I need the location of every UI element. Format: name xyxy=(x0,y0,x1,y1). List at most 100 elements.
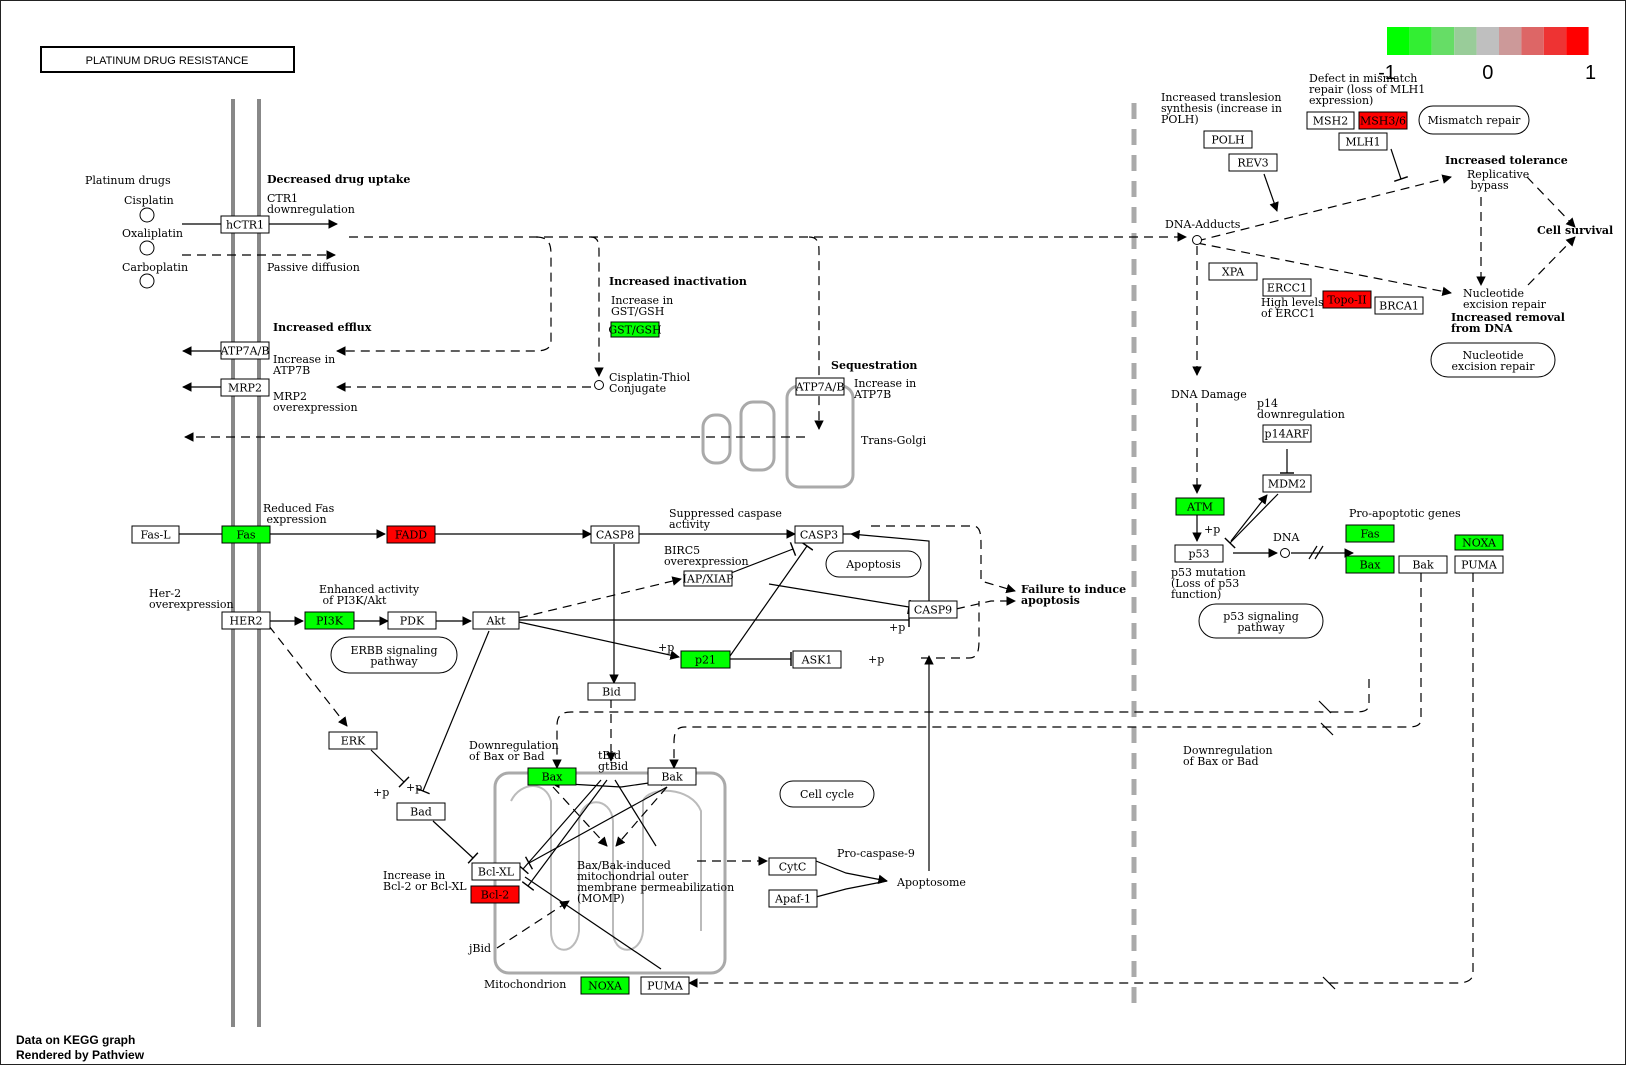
gene-noxa-mito[interactable]: NOXA xyxy=(580,976,630,995)
gene-fadd[interactable]: FADD xyxy=(386,525,436,544)
gene-bad[interactable]: Bad xyxy=(396,802,446,821)
legend-swatch xyxy=(1387,27,1410,55)
pathway-label: Mismatch repair xyxy=(1428,114,1521,127)
gene-msh36[interactable]: MSH3/6 xyxy=(1358,111,1408,130)
gene-bclxl[interactable]: Bcl-XL xyxy=(471,862,521,881)
gene-bax-mito[interactable]: Bax xyxy=(527,767,577,786)
title-box xyxy=(40,46,295,73)
gene-akt[interactable]: Akt xyxy=(472,611,520,630)
gene-label: NOXA xyxy=(1462,537,1497,550)
gene-mrp2[interactable]: MRP2 xyxy=(220,378,270,397)
gene-label: ERCC1 xyxy=(1267,282,1307,295)
gene-rev3[interactable]: REV3 xyxy=(1228,153,1278,172)
gene-p21[interactable]: p21 xyxy=(680,650,731,669)
gene-mlh1[interactable]: MLH1 xyxy=(1338,132,1388,151)
gene-atp7ab-left[interactable]: ATP7A/B xyxy=(220,341,270,360)
label-dna-damage: DNA Damage xyxy=(1171,388,1247,401)
gene-bid[interactable]: Bid xyxy=(587,682,636,701)
gene-label: REV3 xyxy=(1237,157,1268,170)
legend-swatch xyxy=(1476,27,1499,55)
label-sequestration: Sequestration xyxy=(831,359,917,372)
gene-fas[interactable]: Fas xyxy=(221,525,271,544)
gene-casp8[interactable]: CASP8 xyxy=(590,525,640,544)
gene-topoii[interactable]: Topo-II xyxy=(1322,290,1372,309)
gene-polh[interactable]: POLH xyxy=(1203,130,1253,149)
legend-tick: 1 xyxy=(1585,62,1596,84)
label-mitochondrion: Mitochondrion xyxy=(484,978,566,991)
label-plusp-bad2: +p xyxy=(406,781,422,794)
gene-label: p21 xyxy=(695,654,716,667)
legend-swatch xyxy=(1499,27,1522,55)
gene-bax-r[interactable]: Bax xyxy=(1345,555,1395,574)
gene-msh2[interactable]: MSH2 xyxy=(1306,111,1355,130)
gene-label: NOXA xyxy=(588,980,623,993)
gene-label: MLH1 xyxy=(1345,136,1380,149)
gene-brca1[interactable]: BRCA1 xyxy=(1374,296,1424,315)
pathway-cellcycle[interactable]: Cell cycle xyxy=(779,780,875,808)
gene-iapxiap[interactable]: IAP/XIAP xyxy=(683,570,735,587)
pathway-apoptosis[interactable]: Apoptosis xyxy=(825,550,922,578)
label-plusp-p53: +p xyxy=(1204,523,1220,536)
pathway-mismatch[interactable]: Mismatch repair xyxy=(1418,105,1530,135)
gene-ercc1[interactable]: ERCC1 xyxy=(1262,278,1312,297)
label-passive: Passive diffusion xyxy=(267,261,360,274)
gene-ask1[interactable]: ASK1 xyxy=(792,650,842,669)
gene-casp3[interactable]: CASP3 xyxy=(794,525,844,544)
gene-bak-mito[interactable]: Bak xyxy=(647,767,697,786)
gene-puma-r[interactable]: PUMA xyxy=(1454,555,1504,574)
gene-p53[interactable]: p53 xyxy=(1174,544,1224,563)
gene-xpa[interactable]: XPA xyxy=(1208,262,1258,281)
gene-fasl[interactable]: Fas-L xyxy=(131,525,180,544)
gene-label: HER2 xyxy=(230,615,263,628)
gene-hctr1[interactable]: hCTR1 xyxy=(220,215,270,234)
gene-label: PDK xyxy=(400,615,425,628)
gene-her2[interactable]: HER2 xyxy=(221,611,271,630)
label-cisplatin: Cisplatin xyxy=(124,194,174,207)
gene-bak-r[interactable]: Bak xyxy=(1398,555,1448,574)
label-increased-inactivation: Increased inactivation xyxy=(609,275,747,288)
legend-tick: 0 xyxy=(1482,62,1493,84)
gene-p14arf[interactable]: p14ARF xyxy=(1262,424,1312,443)
legend-swatch xyxy=(1543,27,1567,55)
gene-erk[interactable]: ERK xyxy=(328,731,378,750)
gene-atm[interactable]: ATM xyxy=(1175,497,1225,516)
gene-label: CASP8 xyxy=(596,529,634,542)
gene-atp7ab-golgi[interactable]: ATP7A/B xyxy=(795,377,845,396)
gene-puma-mito[interactable]: PUMA xyxy=(640,976,690,995)
label-reduced-fas: Reduced Fas expression xyxy=(263,502,335,526)
gene-pdk[interactable]: PDK xyxy=(387,611,437,630)
label-plusp-ask1: +p xyxy=(868,653,884,666)
label-apoptosome: Apoptosome xyxy=(896,876,966,889)
gene-cytc[interactable]: CytC xyxy=(768,857,817,876)
legend-swatch xyxy=(1566,27,1589,55)
gene-mdm2[interactable]: MDM2 xyxy=(1262,474,1312,493)
gene-apaf1[interactable]: Apaf-1 xyxy=(768,889,818,908)
gene-fas-r[interactable]: Fas xyxy=(1345,524,1395,543)
gene-label: Fas xyxy=(1360,528,1379,541)
gene-casp9[interactable]: CASP9 xyxy=(908,600,958,619)
gene-bcl2[interactable]: Bcl-2 xyxy=(470,885,520,904)
gene-noxa-r[interactable]: NOXA xyxy=(1454,534,1504,551)
legend-swatch xyxy=(1409,27,1432,55)
gene-gstgsh[interactable]: GST/GSH xyxy=(608,321,662,338)
gene-pi3k[interactable]: PI3K xyxy=(304,611,355,630)
label-transgolgi: Trans-Golgi xyxy=(861,434,927,447)
